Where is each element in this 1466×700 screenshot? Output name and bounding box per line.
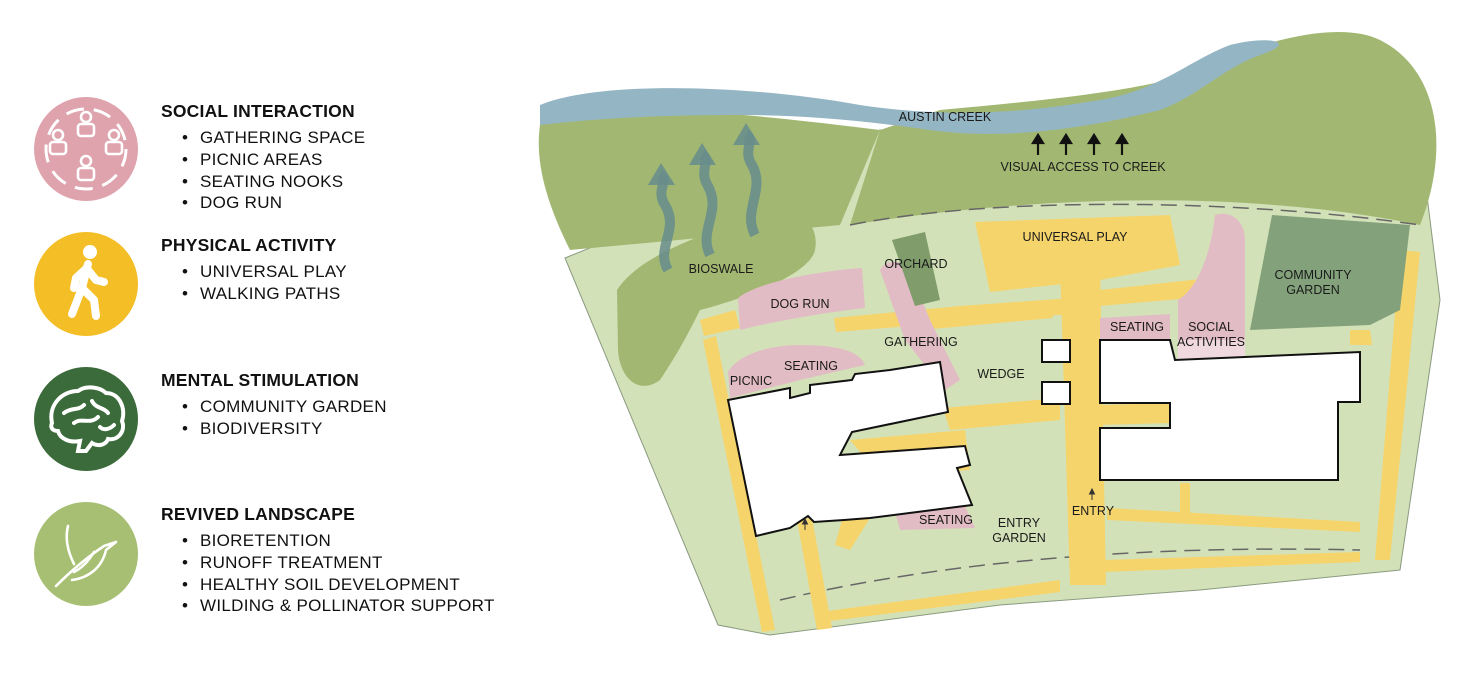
list-item: BIODIVERSITY: [182, 418, 387, 440]
legend-title: REVIVED LANDSCAPE: [161, 504, 355, 524]
list-item: COMMUNITY GARDEN: [182, 396, 387, 418]
label-creek: AUSTIN CREEK: [899, 110, 992, 124]
mental-stimulation-icon: [34, 367, 138, 471]
label-orchard: ORCHARD: [884, 257, 947, 271]
bird-leaf-icon: [54, 524, 118, 588]
label-picnic: PICNIC: [730, 374, 772, 388]
social-interaction-icon: [34, 97, 138, 201]
building-east: [1099, 339, 1361, 481]
legend-list: BIORETENTION RUNOFF TREATMENT HEALTHY SO…: [161, 530, 495, 617]
legend-physical: PHYSICAL ACTIVITY UNIVERSAL PLAY WALKING…: [161, 235, 347, 305]
list-item: PICNIC AREAS: [182, 149, 365, 171]
legend-social: SOCIAL INTERACTION GATHERING SPACE PICNI…: [161, 101, 365, 214]
label-wedge: WEDGE: [977, 367, 1024, 381]
list-item: HEALTHY SOIL DEVELOPMENT: [182, 574, 495, 596]
building-small-north: [1041, 339, 1071, 363]
walking-person-icon: [68, 245, 108, 320]
list-item: WALKING PATHS: [182, 283, 347, 305]
legend-list: GATHERING SPACE PICNIC AREAS SEATING NOO…: [161, 127, 365, 214]
legend-list: UNIVERSAL PLAY WALKING PATHS: [161, 261, 347, 305]
label-social-activities-1: SOCIAL: [1188, 320, 1234, 334]
gathering-zone: [880, 261, 960, 390]
label-seating-east: SEATING: [1110, 320, 1164, 334]
creek: [540, 40, 1279, 134]
walking-paths: [700, 250, 1420, 632]
visual-access-arrows: [1031, 132, 1129, 155]
community-garden-zone: [1250, 215, 1410, 330]
seating-east-zone: [1100, 314, 1170, 340]
list-item: WILDING & POLLINATOR SUPPORT: [182, 595, 495, 617]
people-group-icon: [44, 107, 128, 191]
label-entry-garden-1: ENTRY: [998, 516, 1041, 530]
label-seating-south: SEATING: [919, 513, 973, 527]
label-community-garden-1: COMMUNITY: [1274, 268, 1352, 282]
revived-landscape-icon: [34, 502, 138, 606]
label-bioswale: BIOSWALE: [689, 262, 754, 276]
legend-mental: MENTAL STIMULATION COMMUNITY GARDEN BIOD…: [161, 370, 387, 440]
list-item: RUNOFF TREATMENT: [182, 552, 495, 574]
label-dog-run: DOG RUN: [770, 297, 829, 311]
orchard-zone: [892, 232, 940, 306]
list-item: DOG RUN: [182, 192, 365, 214]
creek-bank: [850, 31, 1437, 225]
list-item: GATHERING SPACE: [182, 127, 365, 149]
building-west: [726, 360, 974, 538]
brain-icon: [49, 385, 126, 453]
label-visual-access: VISUAL ACCESS TO CREEK: [1000, 160, 1166, 174]
legend-title: MENTAL STIMULATION: [161, 370, 360, 390]
legend-revived: REVIVED LANDSCAPE BIORETENTION RUNOFF TR…: [161, 504, 495, 617]
social-activities-zone: [1178, 213, 1245, 345]
label-community-garden-2: GARDEN: [1286, 283, 1339, 297]
list-item: UNIVERSAL PLAY: [182, 261, 347, 283]
label-entry: ENTRY: [1072, 504, 1115, 518]
legend-title: SOCIAL INTERACTION: [161, 101, 355, 121]
label-gathering: GATHERING: [884, 335, 957, 349]
buildings: [726, 339, 1361, 538]
label-entry-garden-2: GARDEN: [992, 531, 1045, 545]
universal-play-zone: [975, 215, 1180, 292]
list-item: BIORETENTION: [182, 530, 495, 552]
legend-list: COMMUNITY GARDEN BIODIVERSITY: [161, 396, 387, 440]
label-universal-play: UNIVERSAL PLAY: [1023, 230, 1129, 244]
label-social-activities-2: ACTIVITIES: [1177, 335, 1245, 349]
physical-activity-icon: [34, 232, 138, 336]
picnic-zone: [728, 345, 865, 398]
list-item: SEATING NOOKS: [182, 171, 365, 193]
label-seating-west: SEATING: [784, 359, 838, 373]
legend-title: PHYSICAL ACTIVITY: [161, 235, 337, 255]
dog-run-zone: [738, 268, 865, 330]
building-small-south: [1041, 381, 1071, 405]
